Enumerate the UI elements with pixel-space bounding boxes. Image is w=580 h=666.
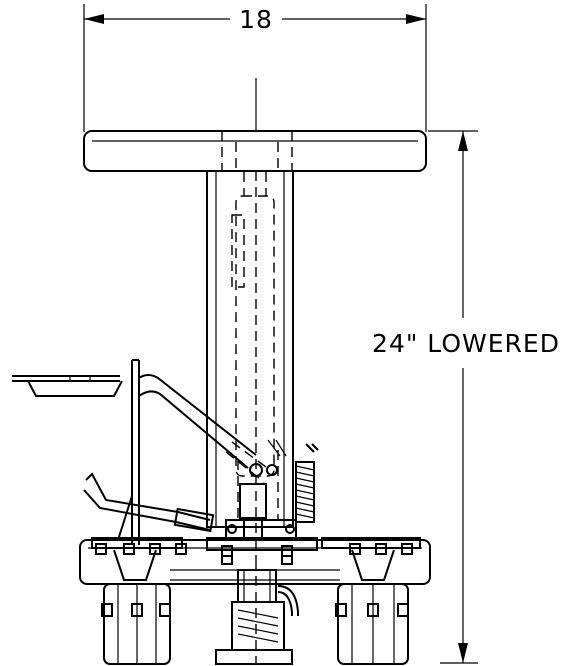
caster-right <box>335 549 409 665</box>
pump-mechanism <box>225 439 297 539</box>
height-dimension-label: 24" LOWERED <box>372 329 560 358</box>
width-dimension-label: 18 <box>239 5 273 34</box>
foot-pedal <box>12 375 123 397</box>
pump-handle <box>83 359 271 545</box>
height-dimension: 24" LOWERED <box>372 130 560 664</box>
height-arrow-bottom <box>458 643 468 663</box>
return-spring <box>295 443 319 523</box>
table-top <box>83 78 427 172</box>
base-frame <box>79 537 431 585</box>
width-arrow-left <box>84 14 104 24</box>
floor-lock <box>215 560 299 665</box>
lift-column <box>206 170 294 560</box>
width-arrow-right <box>406 14 426 24</box>
height-arrow-top <box>458 131 468 151</box>
width-dimension: 18 <box>83 4 427 132</box>
caster-left <box>101 549 171 665</box>
